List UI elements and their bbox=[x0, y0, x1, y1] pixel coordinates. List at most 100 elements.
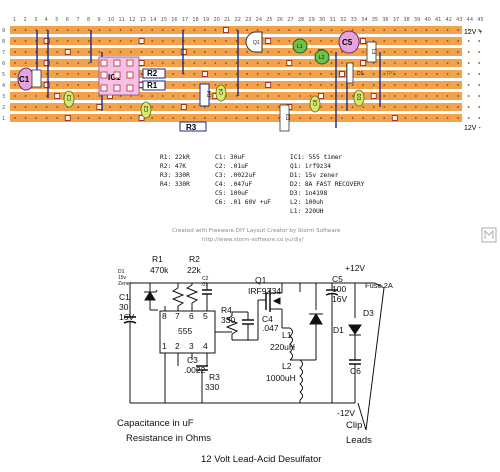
strip-hole bbox=[298, 29, 301, 31]
row-number: 9 bbox=[2, 28, 5, 34]
strip-hole bbox=[235, 95, 238, 97]
column-number: 25 bbox=[266, 17, 272, 23]
tp1-label: TP1 bbox=[386, 71, 395, 77]
strip-hole bbox=[56, 29, 59, 31]
strip-hole bbox=[235, 84, 238, 86]
sch-r2-val: 22k bbox=[187, 265, 201, 275]
strip-hole bbox=[130, 40, 132, 42]
strip-hole bbox=[14, 106, 16, 108]
strip-hole bbox=[457, 62, 459, 64]
strip-hole bbox=[225, 40, 227, 42]
c2-label: C2 bbox=[144, 105, 150, 112]
strip-hole bbox=[172, 95, 175, 97]
bom-c1: C1: 30uF bbox=[215, 154, 245, 161]
strip-hole bbox=[14, 62, 16, 64]
strip-hole bbox=[193, 29, 196, 31]
strip-hole bbox=[140, 29, 143, 31]
strip-hole bbox=[467, 40, 470, 42]
strip-hole bbox=[404, 62, 407, 64]
strip-hole bbox=[204, 106, 206, 108]
strip-hole bbox=[172, 29, 175, 31]
strip-hole bbox=[172, 84, 175, 86]
sch-c1-v2: 16V bbox=[119, 312, 134, 322]
strip-hole bbox=[425, 62, 428, 64]
strip-hole bbox=[45, 51, 48, 53]
strip-hole bbox=[277, 40, 280, 42]
column-number: 11 bbox=[119, 17, 125, 23]
c6-capacitor bbox=[309, 95, 321, 113]
column-number: 10 bbox=[108, 17, 114, 23]
strip-hole bbox=[415, 51, 417, 53]
strip-hole bbox=[14, 73, 16, 75]
strip-hole bbox=[383, 62, 386, 64]
strip-hole bbox=[109, 51, 111, 53]
strip-hole bbox=[246, 62, 249, 64]
strip-hole bbox=[425, 106, 428, 108]
strip-hole bbox=[436, 62, 438, 64]
strip-hole bbox=[66, 73, 69, 75]
column-number: 15 bbox=[161, 17, 167, 23]
strip-hole bbox=[383, 73, 386, 75]
strip-hole bbox=[341, 117, 343, 119]
strip-hole bbox=[66, 40, 69, 42]
row-number: 5 bbox=[2, 72, 5, 78]
strip-hole bbox=[87, 40, 90, 42]
strip-hole bbox=[478, 29, 481, 31]
sch-r1-val: 470k bbox=[150, 265, 169, 275]
column-number: 43 bbox=[456, 17, 462, 23]
strip-hole bbox=[161, 117, 164, 119]
strip-hole bbox=[298, 95, 301, 97]
strip-hole bbox=[87, 106, 90, 108]
pin-2: 2 bbox=[175, 341, 180, 351]
strip-hole bbox=[351, 95, 354, 97]
strip-hole bbox=[383, 95, 386, 97]
d1-diode bbox=[346, 62, 354, 84]
strip-hole bbox=[362, 51, 365, 53]
strip-hole bbox=[235, 51, 238, 53]
strip-hole bbox=[151, 95, 154, 97]
parts-list: R1: 22kR R2: 47K R3: 330R R4: 330R C1: 3… bbox=[160, 154, 365, 215]
strip-hole bbox=[267, 117, 270, 119]
strip-hole bbox=[446, 84, 449, 86]
strip-hole bbox=[172, 51, 175, 53]
strip-hole bbox=[130, 106, 132, 108]
strip-hole bbox=[24, 51, 27, 53]
r3-label: R3 bbox=[186, 123, 197, 132]
credit-url: http://www.storm-software.co.yu/diy/ bbox=[202, 237, 304, 243]
strip-hole bbox=[246, 106, 249, 108]
strip-hole bbox=[404, 29, 407, 31]
strip-hole bbox=[24, 29, 27, 31]
strip-hole bbox=[383, 40, 386, 42]
strip-hole bbox=[35, 117, 37, 119]
strip-hole bbox=[457, 106, 459, 108]
strip-hole bbox=[256, 84, 259, 86]
column-number: 32 bbox=[340, 17, 346, 23]
track-cut bbox=[318, 93, 324, 99]
clip-label: Clip bbox=[346, 420, 362, 431]
strip-hole bbox=[119, 29, 122, 31]
strip-hole bbox=[87, 95, 90, 97]
c2-capacitor bbox=[140, 101, 152, 119]
strip-hole bbox=[66, 84, 69, 86]
bom-r4: R4: 330R bbox=[160, 181, 190, 188]
column-number: 37 bbox=[393, 17, 399, 23]
c3-capacitor bbox=[63, 90, 75, 108]
sch-d1: D1 bbox=[118, 269, 125, 275]
c4-capacitor bbox=[215, 84, 227, 102]
track-cut bbox=[138, 38, 145, 44]
leads-label: Leads bbox=[346, 435, 372, 446]
row-number: 8 bbox=[2, 39, 5, 45]
strip-hole bbox=[467, 62, 470, 64]
note-resistance: Resistance in Ohms bbox=[126, 433, 211, 444]
strip-hole bbox=[393, 40, 396, 42]
strip-hole bbox=[56, 40, 59, 42]
strip-hole bbox=[372, 117, 375, 119]
strip-hole bbox=[288, 84, 291, 86]
column-number: 26 bbox=[277, 17, 283, 23]
diy-logo-icon bbox=[481, 227, 497, 243]
pin-4: 4 bbox=[203, 341, 208, 351]
column-number: 1 bbox=[13, 17, 16, 23]
strip-hole bbox=[24, 40, 27, 42]
strip-hole bbox=[404, 117, 407, 119]
strip-hole bbox=[393, 73, 396, 75]
